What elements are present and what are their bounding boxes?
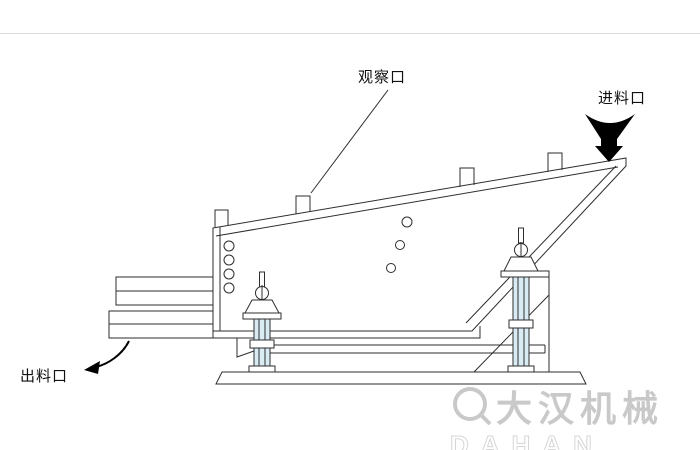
screen-body (212, 157, 627, 339)
right-spring-assembly (500, 227, 550, 373)
body-holes (223, 216, 413, 294)
label-discharge-outlet: 出料口 (20, 368, 69, 385)
bolt-stem (518, 227, 524, 244)
left-end-tab (214, 209, 229, 227)
discharge-arrow-icon (84, 340, 130, 374)
label-observation-port: 观察口 (358, 69, 407, 86)
spring-shelf (500, 270, 550, 278)
left-spring-assembly (242, 271, 282, 373)
spring-flange (508, 319, 534, 329)
spring-cap (503, 256, 539, 272)
base-frame (215, 371, 587, 385)
observation-leader-line (310, 89, 389, 194)
top-tabs (214, 152, 563, 227)
spring-flange (249, 339, 275, 349)
spring-foot (248, 365, 276, 373)
spring-cap (244, 299, 280, 314)
feed-inlet-arrow-icon (585, 114, 635, 162)
spring-shelf (242, 312, 282, 320)
support-beam (257, 344, 546, 354)
right-support-brace (473, 277, 550, 373)
observation-port-tab (295, 195, 311, 214)
discharge-chute (108, 276, 213, 339)
top-tab (547, 152, 563, 172)
top-rule (0, 33, 700, 34)
label-feed-inlet: 进料口 (598, 90, 647, 107)
top-tab (459, 167, 475, 187)
bolt-stem (259, 271, 265, 288)
spring-foot (507, 365, 535, 373)
